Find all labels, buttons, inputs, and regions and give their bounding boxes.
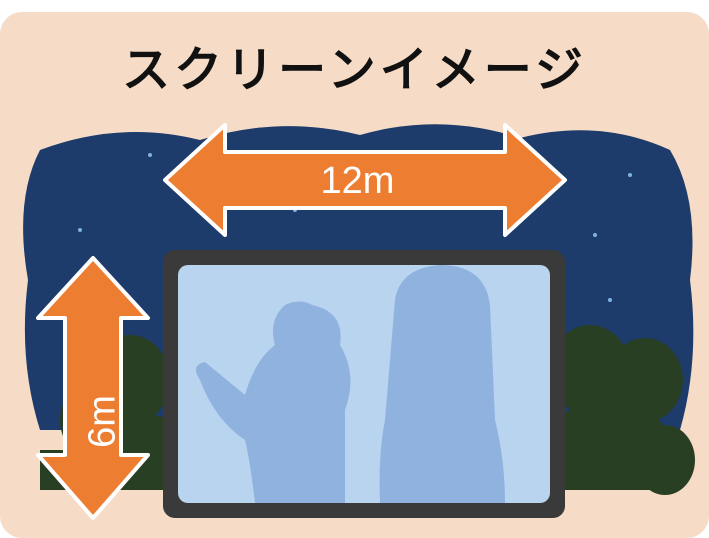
audience-silhouettes: [196, 265, 505, 503]
height-arrow-icon: [36, 256, 150, 520]
width-arrow-icon: [163, 123, 567, 237]
width-label: 12m: [320, 160, 395, 202]
page-title: スクリーンイメージ: [122, 42, 587, 98]
height-label: 6m: [81, 395, 124, 448]
